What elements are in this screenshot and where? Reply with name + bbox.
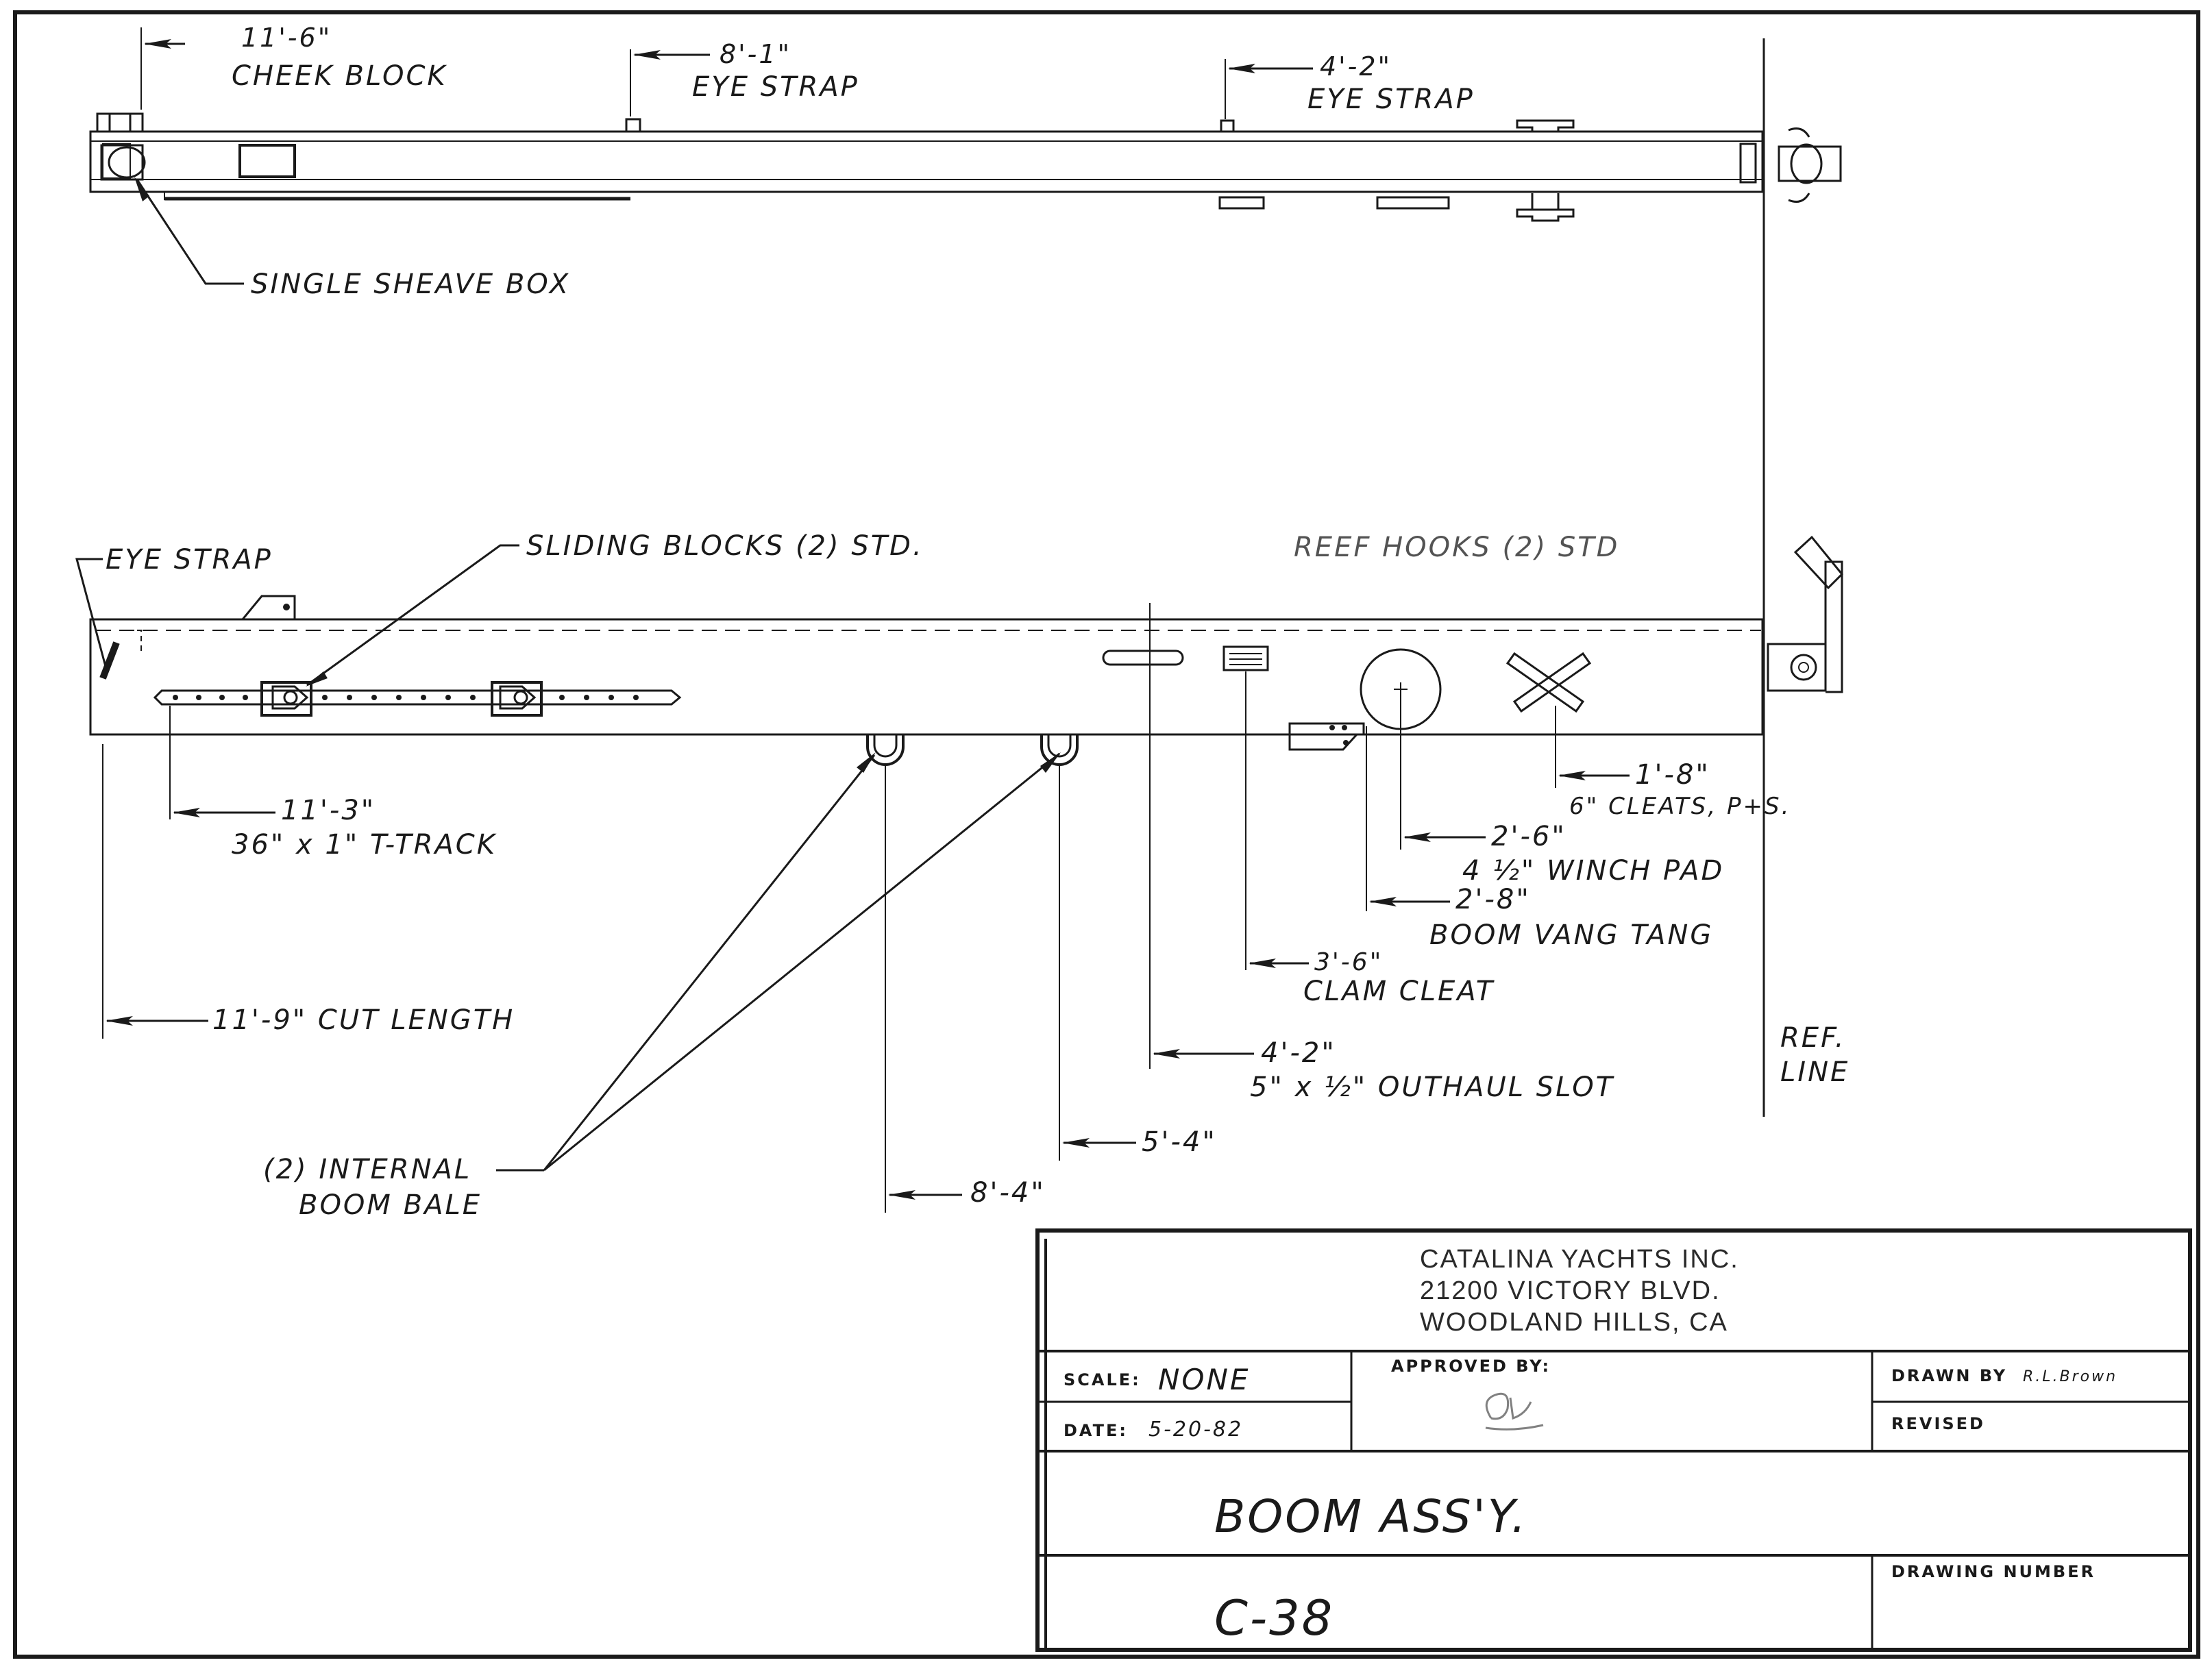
drawn-label: DRAWN BY xyxy=(1891,1366,2007,1385)
title-block-frame xyxy=(1035,1228,2192,1652)
sliding-block-top xyxy=(238,144,296,178)
sliding-block-1 xyxy=(260,681,312,717)
t-track-dim: 11'-3" xyxy=(281,795,376,826)
boom-side-body xyxy=(89,618,1764,736)
eye-strap-leader xyxy=(75,558,108,672)
boom-bale-label-2: BOOM BALE xyxy=(299,1189,482,1221)
sliding-block-2 xyxy=(491,681,543,717)
drawing-title: BOOM ASS'Y. xyxy=(1214,1490,1528,1543)
eye-strap-b-label: EYE STRAP xyxy=(1307,84,1475,115)
scale-value: NONE xyxy=(1158,1363,1250,1396)
clam-cleat-dim: 3'-6" xyxy=(1314,948,1383,976)
winch-pad-label: 4 ½" WINCH PAD xyxy=(1462,855,1724,887)
sheave-box-top xyxy=(100,144,144,181)
eye-strap-top-b xyxy=(1220,119,1235,133)
cleat-top-starboard xyxy=(1516,119,1575,133)
sliding-block-top-fitting xyxy=(240,595,296,621)
side-view: EYE STRAP SLIDING BLOCKS (2) STD. REEF H… xyxy=(75,530,1844,1221)
drawing-number-label: DRAWING NUMBER xyxy=(1891,1562,2096,1581)
outhaul-slot-label: 5" x ½" OUTHAUL SLOT xyxy=(1250,1072,1615,1103)
clam-cleat-label: CLAM CLEAT xyxy=(1303,976,1495,1007)
boom-top-body xyxy=(89,130,1764,193)
sliding-blocks-label: SLIDING BLOCKS (2) STD. xyxy=(526,530,924,562)
t-track xyxy=(153,689,682,706)
gooseneck-fitting-side xyxy=(1767,643,1827,692)
outhaul-slot-dim: 4'-2" xyxy=(1261,1037,1336,1069)
outhaul-slot xyxy=(1102,650,1184,666)
boom-bale-1 xyxy=(866,734,905,766)
cleats-side xyxy=(1506,652,1592,713)
title-block: CATALINA YACHTS INC. 21200 VICTORY BLVD.… xyxy=(1035,1228,2192,1652)
company-address-1: 21200 VICTORY BLVD. xyxy=(1420,1276,1721,1305)
date-value: 5-20-82 xyxy=(1148,1418,1243,1442)
sliding-blocks-leader xyxy=(306,544,519,687)
eye-strap-side xyxy=(99,641,120,680)
vang-tang-dim: 2'-8" xyxy=(1455,884,1531,915)
cheek-block-label: CHEEK BLOCK xyxy=(232,60,447,92)
revised-label: REVISED xyxy=(1891,1414,1985,1433)
drawing-number: C-38 xyxy=(1214,1590,1334,1646)
company-address-2: WOODLAND HILLS, CA xyxy=(1420,1308,1728,1337)
drawn-value: R.L.Brown xyxy=(2023,1368,2117,1385)
bale-dim-1: 5'-4" xyxy=(1142,1126,1217,1158)
winch-pad-dim: 2'-6" xyxy=(1491,821,1566,852)
company-name: CATALINA YACHTS INC. xyxy=(1420,1245,1739,1274)
scale-label: SCALE: xyxy=(1064,1370,1141,1389)
cut-length-label: 11'-9" CUT LENGTH xyxy=(212,1004,515,1036)
cleats-dim: 1'-8" xyxy=(1635,759,1710,791)
gooseneck-fitting-top xyxy=(1778,145,1842,182)
eye-strap-top-a xyxy=(625,118,641,133)
bale-dim-2: 8'-4" xyxy=(970,1177,1046,1209)
cheek-block-dim: 11'-6" xyxy=(241,23,332,53)
reef-hooks-label: REEF HOOKS (2) STD xyxy=(1294,532,1619,563)
clam-cleat xyxy=(1222,645,1269,671)
boom-bale-leader xyxy=(496,752,1060,1172)
approval-initials-signature xyxy=(1485,1392,1544,1431)
t-track-label: 36" x 1" T-TRACK xyxy=(232,829,497,861)
date-label: DATE: xyxy=(1064,1421,1128,1440)
top-view: 11'-6" CHEEK BLOCK 8'-1" EYE STRAP 4'-2"… xyxy=(89,23,1842,300)
boom-bale-2 xyxy=(1040,734,1079,766)
boom-vang-tang xyxy=(1288,722,1365,751)
eye-strap-label: EYE STRAP xyxy=(106,544,273,576)
drawing-border xyxy=(13,10,2200,1659)
ref-line-label-1: REF. xyxy=(1780,1022,1846,1054)
cheek-block-top xyxy=(96,112,144,133)
boom-bale-label-1: (2) INTERNAL xyxy=(263,1154,471,1185)
sheave-box-leader xyxy=(136,179,244,285)
cleats-label: 6" CLEATS, P+S. xyxy=(1569,793,1791,820)
sheave-box-label: SINGLE SHEAVE BOX xyxy=(251,269,570,300)
ref-line-label-2: LINE xyxy=(1780,1056,1850,1088)
cleat-top-port xyxy=(1516,193,1575,222)
eye-strap-b-dim: 4'-2" xyxy=(1320,51,1392,82)
eye-strap-a-dim: 8'-1" xyxy=(720,39,791,69)
vang-tang-label: BOOM VANG TANG xyxy=(1429,919,1713,951)
eye-strap-a-label: EYE STRAP xyxy=(692,71,859,103)
approved-label: APPROVED BY: xyxy=(1391,1357,1551,1376)
